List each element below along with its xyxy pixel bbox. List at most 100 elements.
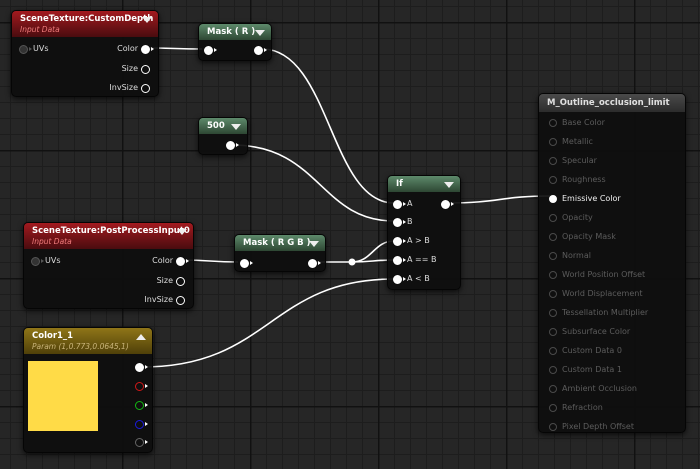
node-header[interactable]: SceneTexture:CustomDepth Input Data (12, 11, 158, 37)
material-input-pin[interactable] (549, 404, 557, 412)
material-input-label: Ambient Occlusion (562, 384, 637, 393)
color-output-label: Color (152, 256, 173, 265)
node-header[interactable]: If (388, 176, 460, 192)
node-title: SceneTexture:PostProcessInput0 (32, 226, 190, 236)
size-output-pin[interactable] (141, 65, 150, 74)
material-input-label: Opacity (562, 213, 593, 222)
color-output-pin[interactable] (176, 257, 189, 266)
size-output-label: Size (156, 276, 173, 285)
material-input-pin[interactable] (549, 366, 557, 374)
if-input-aeqb-pin[interactable] (393, 256, 406, 265)
collapse-arrow-icon[interactable] (142, 17, 152, 23)
rgb-output-pin[interactable] (135, 363, 148, 372)
material-input-label: Opacity Mask (562, 232, 616, 241)
mask-rgb-output-pin[interactable] (308, 259, 321, 268)
uvs-label: UVs (33, 44, 49, 53)
if-output-pin[interactable] (441, 200, 454, 209)
reroute-knot[interactable] (348, 258, 356, 266)
node-header[interactable]: Color1_1 Param (1,0.773,0.0645,1) (24, 328, 152, 354)
mask-r-input-pin[interactable] (204, 46, 217, 55)
material-input-label: Custom Data 1 (562, 365, 622, 374)
node-mask-rgb[interactable]: Mask ( R G B ) (234, 234, 326, 272)
color-output-label: Color (117, 44, 138, 53)
node-header[interactable]: Mask ( R ) (199, 24, 271, 40)
green-channel-output-pin[interactable] (135, 401, 148, 410)
material-input-label: World Displacement (562, 289, 643, 298)
alpha-channel-output-pin[interactable] (135, 438, 148, 447)
expand-arrow-icon[interactable] (136, 334, 146, 340)
if-input-aeqb-label: A == B (407, 255, 437, 264)
material-input-label: Pixel Depth Offset (562, 422, 634, 431)
node-if[interactable]: If A B A > B A == B A < B (387, 175, 461, 290)
node-constant-500[interactable]: 500 (198, 117, 248, 155)
material-input-label: World Position Offset (562, 270, 646, 279)
material-input-pin[interactable] (549, 176, 557, 184)
material-input-label: Emissive Color (562, 194, 621, 203)
if-input-altb-pin[interactable] (393, 275, 406, 284)
if-input-b-pin[interactable] (393, 218, 406, 227)
material-input-pin[interactable] (549, 214, 557, 222)
material-input-pin[interactable] (549, 309, 557, 317)
if-input-b-label: B (407, 217, 413, 226)
node-header[interactable]: SceneTexture:PostProcessInput0 Input Dat… (24, 223, 193, 249)
blue-channel-output-pin[interactable] (135, 420, 148, 429)
if-input-agtb-pin[interactable] (393, 237, 406, 246)
if-input-altb-label: A < B (407, 274, 430, 283)
material-input-label: Metallic (562, 137, 593, 146)
node-header[interactable]: Mask ( R G B ) (235, 235, 325, 251)
node-title: SceneTexture:CustomDepth (20, 14, 154, 24)
material-input-label: Base Color (562, 118, 605, 127)
mask-r-output-pin[interactable] (254, 46, 267, 55)
node-subtitle: Input Data (32, 237, 72, 246)
material-title: M_Outline_occlusion_limit (547, 98, 670, 108)
material-input-pin[interactable] (549, 252, 557, 260)
collapse-arrow-icon[interactable] (444, 182, 454, 188)
size-output-pin[interactable] (176, 277, 185, 286)
red-channel-output-pin[interactable] (135, 382, 148, 391)
node-title: Color1_1 (32, 331, 74, 341)
material-input-pin[interactable] (549, 138, 557, 146)
material-input-label: Subsurface Color (562, 327, 631, 336)
node-scene-texture-custom-depth[interactable]: SceneTexture:CustomDepth Input Data UVs … (11, 10, 159, 97)
material-input-label: Refraction (562, 403, 603, 412)
color-swatch[interactable] (28, 361, 98, 431)
node-header[interactable]: M_Outline_occlusion_limit (539, 94, 685, 112)
node-scene-texture-postprocess[interactable]: SceneTexture:PostProcessInput0 Input Dat… (23, 222, 194, 309)
uvs-input-pin[interactable] (31, 257, 44, 266)
collapse-arrow-icon[interactable] (177, 229, 187, 235)
material-input-pin[interactable] (549, 119, 557, 127)
collapse-arrow-icon[interactable] (309, 241, 319, 247)
material-input-pin[interactable] (549, 271, 557, 279)
invsize-output-pin[interactable] (176, 296, 185, 305)
uvs-input-pin[interactable] (19, 45, 32, 54)
material-input-pin[interactable] (549, 423, 557, 431)
size-output-label: Size (121, 64, 138, 73)
node-header[interactable]: 500 (199, 118, 247, 134)
material-input-pin[interactable] (549, 195, 557, 203)
wire-mask-r-to-if-a (261, 48, 395, 204)
material-input-pin[interactable] (549, 157, 557, 165)
node-title: Mask ( R G B ) (243, 238, 311, 248)
material-input-pin[interactable] (549, 290, 557, 298)
collapse-arrow-icon[interactable] (255, 30, 265, 36)
color-output-pin[interactable] (141, 45, 154, 54)
collapse-arrow-icon[interactable] (231, 124, 241, 130)
material-input-pin[interactable] (549, 385, 557, 393)
node-mask-r[interactable]: Mask ( R ) (198, 23, 272, 61)
material-input-pin[interactable] (549, 328, 557, 336)
node-color-parameter[interactable]: Color1_1 Param (1,0.773,0.0645,1) (23, 327, 153, 453)
mask-rgb-input-pin[interactable] (240, 259, 253, 268)
constant-output-pin[interactable] (226, 141, 239, 150)
invsize-output-label: InvSize (109, 83, 138, 92)
material-input-label: Specular (562, 156, 597, 165)
material-input-label: Roughness (562, 175, 606, 184)
material-input-pin[interactable] (549, 233, 557, 241)
wire-if-to-emissive (446, 195, 551, 204)
node-title: If (396, 179, 403, 189)
material-input-pin[interactable] (549, 347, 557, 355)
invsize-output-pin[interactable] (141, 84, 150, 93)
node-subtitle: Input Data (20, 25, 60, 34)
if-input-a-pin[interactable] (393, 200, 406, 209)
invsize-output-label: InvSize (144, 295, 173, 304)
